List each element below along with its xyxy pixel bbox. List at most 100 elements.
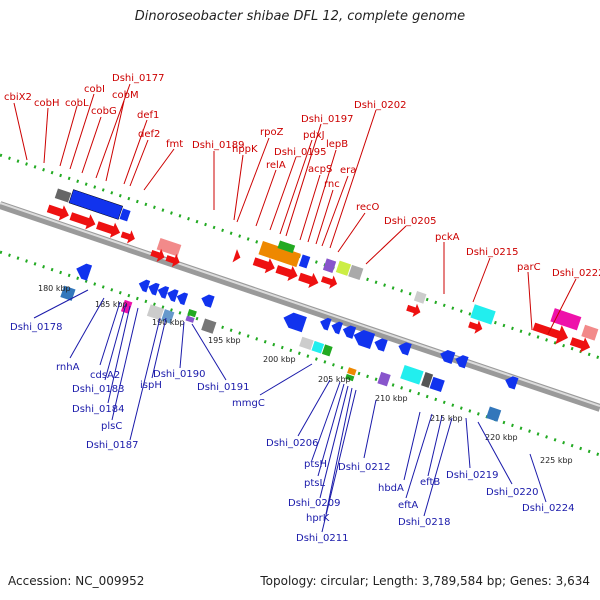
gene-label[interactable]: cobG (91, 106, 117, 117)
gene-label[interactable]: Dshi_0205 (384, 216, 436, 227)
gene-arrow[interactable] (199, 293, 215, 308)
feature-box[interactable] (146, 304, 164, 321)
feature-box[interactable] (421, 372, 434, 388)
gene-label[interactable]: Dshi_0212 (338, 462, 390, 473)
feature-box[interactable] (68, 189, 124, 220)
feature-box[interactable] (322, 258, 337, 273)
feature-box[interactable] (486, 406, 502, 422)
gene-label[interactable]: cobI (84, 84, 105, 95)
gene-arrow[interactable] (330, 320, 343, 335)
gene-label[interactable]: Dshi_0215 (466, 247, 518, 258)
gene-label[interactable]: fmt (166, 139, 183, 150)
feature-box[interactable] (201, 318, 217, 334)
gene-arrow[interactable] (146, 281, 160, 296)
gene-label[interactable]: Dshi_0222 (552, 268, 600, 279)
gene-label[interactable]: Dshi_0183 (72, 384, 124, 395)
gene-arrow[interactable] (164, 251, 182, 269)
feature-box[interactable] (377, 371, 391, 387)
feature-box[interactable] (470, 304, 496, 325)
feature-box[interactable] (400, 364, 424, 385)
gene-label[interactable]: Dshi_0190 (153, 369, 205, 380)
feature-box[interactable] (429, 376, 445, 393)
gene-label[interactable]: Dshi_0184 (72, 404, 124, 415)
gene-arrow[interactable] (95, 217, 123, 240)
feature-box[interactable] (348, 264, 364, 281)
gene-arrow[interactable] (156, 284, 170, 299)
gene-label[interactable]: ptsH (304, 459, 327, 470)
gene-label[interactable]: Dshi_0191 (197, 382, 249, 393)
gene-arrow[interactable] (397, 340, 412, 356)
gene-label[interactable]: era (340, 165, 356, 176)
gene-arrow[interactable] (74, 261, 93, 281)
gene-arrow[interactable] (251, 254, 277, 276)
gene-label[interactable]: rpoZ (260, 127, 284, 138)
feature-box[interactable] (581, 324, 599, 341)
gene-arrow[interactable] (281, 310, 307, 333)
feature-box[interactable] (299, 336, 314, 351)
gene-arrow[interactable] (531, 317, 572, 347)
feature-box[interactable] (119, 208, 131, 222)
gene-label[interactable]: parC (517, 262, 541, 273)
gene-label[interactable]: Dshi_0178 (10, 322, 62, 333)
gene-label[interactable]: rnc (324, 179, 340, 190)
gene-arrow[interactable] (137, 278, 151, 293)
feature-box[interactable] (156, 238, 182, 257)
feature-box[interactable] (258, 241, 301, 268)
feature-box[interactable] (321, 344, 333, 357)
gene-label[interactable]: cobH (34, 98, 59, 109)
gene-label[interactable]: pckA (435, 232, 460, 243)
gene-label[interactable]: cbiX2 (4, 92, 32, 103)
gene-label[interactable]: mmgC (232, 398, 265, 409)
gene-arrow[interactable] (351, 327, 376, 350)
feature-box[interactable] (335, 260, 352, 276)
gene-label[interactable]: Dshi_0218 (398, 517, 450, 528)
gene-label[interactable]: recO (356, 202, 380, 213)
gene-label[interactable]: def1 (137, 110, 159, 121)
gene-arrow[interactable] (165, 287, 179, 302)
gene-arrow[interactable] (274, 261, 300, 283)
gene-arrow[interactable] (341, 324, 357, 339)
feature-box[interactable] (60, 285, 76, 301)
gene-label[interactable]: Dshi_0189 (192, 140, 244, 151)
gene-arrow[interactable] (297, 269, 321, 291)
gene-label[interactable]: cdsA2 (90, 370, 120, 381)
gene-label[interactable]: rnhA (56, 362, 80, 373)
gene-label[interactable]: Dshi_0197 (301, 114, 353, 125)
feature-box[interactable] (345, 373, 355, 382)
gene-label[interactable]: plsC (101, 421, 122, 432)
gene-arrow[interactable] (149, 246, 167, 264)
gene-arrow[interactable] (467, 318, 485, 336)
feature-box[interactable] (311, 340, 325, 354)
gene-arrow[interactable] (68, 209, 98, 232)
gene-label[interactable]: lepB (326, 139, 348, 150)
gene-label[interactable]: Dshi_0219 (446, 470, 498, 481)
gene-label[interactable]: ispH (140, 380, 162, 391)
gene-label[interactable]: Dshi_0177 (112, 73, 164, 84)
gene-label[interactable]: pdxJ (303, 130, 325, 141)
gene-label[interactable]: eftB (420, 477, 440, 488)
gene-arrow[interactable] (46, 201, 72, 223)
gene-arrow[interactable] (373, 336, 388, 352)
gene-arrow[interactable] (569, 334, 593, 356)
feature-box[interactable] (277, 240, 296, 254)
feature-box[interactable] (161, 309, 175, 324)
gene-label[interactable]: Dshi_0211 (296, 533, 348, 544)
gene-label[interactable]: Dshi_0202 (354, 100, 406, 111)
feature-box[interactable] (187, 308, 197, 318)
gene-label[interactable]: hppK (232, 144, 258, 155)
gene-label[interactable]: Dshi_0187 (86, 440, 138, 451)
feature-box[interactable] (298, 254, 311, 269)
feature-box[interactable] (54, 188, 72, 203)
feature-box[interactable] (185, 315, 195, 323)
gene-label[interactable]: ptsL (304, 478, 325, 489)
gene-label[interactable]: hprK (306, 513, 330, 524)
gene-label[interactable]: def2 (138, 129, 160, 140)
gene-label[interactable]: hbdA (378, 483, 404, 494)
gene-arrow[interactable] (320, 272, 340, 290)
gene-label[interactable]: acpS (308, 164, 332, 175)
gene-arrow[interactable] (318, 316, 332, 331)
gene-label[interactable]: Dshi_0220 (486, 487, 538, 498)
gene-arrow[interactable] (438, 348, 456, 364)
gene-label[interactable]: Dshi_0206 (266, 438, 318, 449)
gene-arrow[interactable] (503, 374, 519, 390)
